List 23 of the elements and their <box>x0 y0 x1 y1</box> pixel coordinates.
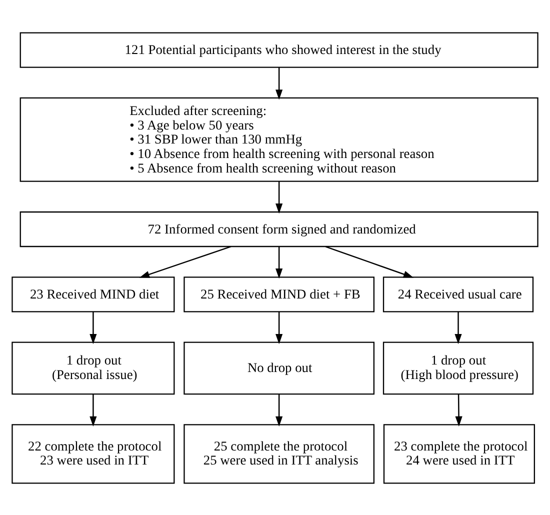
node-box: 23 Received MIND diet <box>12 276 175 312</box>
arrow <box>276 311 283 344</box>
node-box: 24 Received usual care <box>382 276 534 312</box>
node-box: 23 complete the protocol 24 were used in ITT <box>383 424 535 484</box>
node-box: Excluded after screening: • 3 Age below 50 years • 31 SBP lower than 130 mmHg • 10 Absence from health screening with personal reason • 5 Absence from health screening without reason <box>20 96 538 182</box>
arrow <box>276 394 283 426</box>
arrow <box>276 246 283 278</box>
node-box: 1 drop out (Personal issue) <box>12 341 175 394</box>
arrow <box>139 246 232 278</box>
arrow <box>90 311 97 344</box>
node-box: 25 Received MIND diet + FB <box>184 276 374 312</box>
arrow <box>90 394 97 426</box>
node-box: 72 Informed consent form signed and randomized <box>20 210 538 247</box>
node-box: 22 complete the protocol 23 were used in ITT <box>12 424 175 484</box>
arrow <box>454 311 462 344</box>
arrow <box>276 67 283 100</box>
node-box: No drop out <box>184 341 374 394</box>
node-box: 121 Potential participants who showed interest in the study <box>20 32 538 68</box>
node-box: 1 drop out (High blood pressure) <box>382 341 534 394</box>
arrow <box>276 180 283 214</box>
arrow <box>325 246 414 278</box>
node-box: 25 complete the protocol 25 were used in ITT analysis <box>184 424 374 484</box>
arrow <box>455 394 462 426</box>
